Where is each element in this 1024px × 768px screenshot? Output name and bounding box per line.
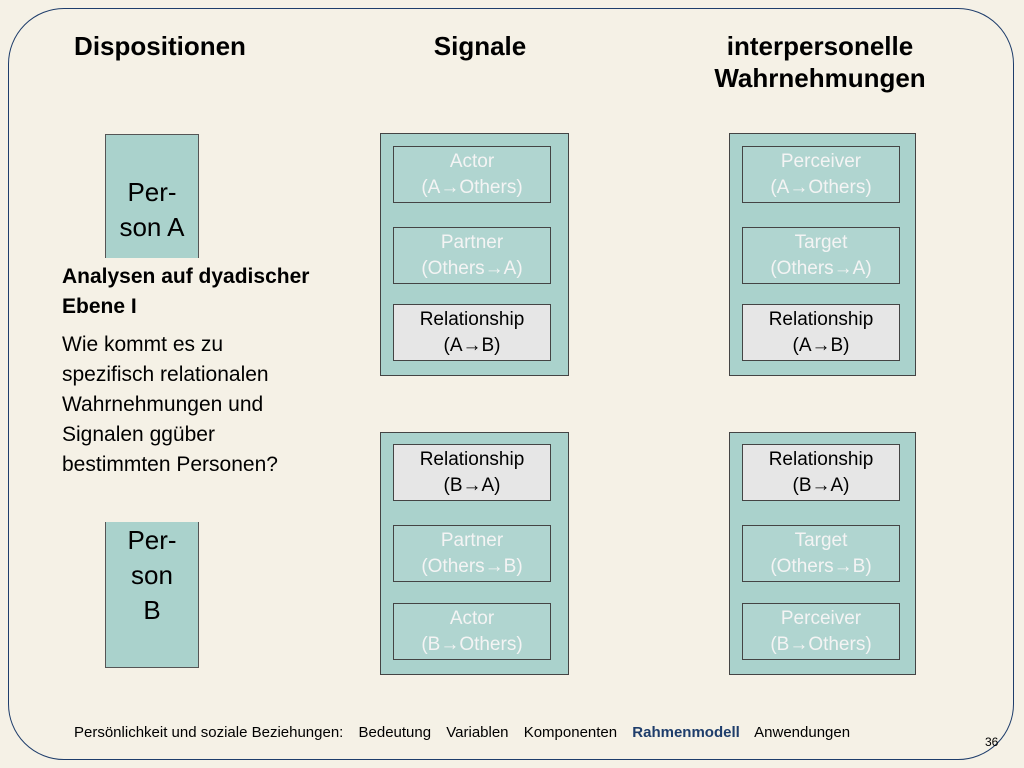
box-direction: (A→Others): [770, 177, 872, 198]
analysis-callout: Analysen auf dyadischer Ebene I Wie komm…: [56, 258, 324, 522]
wahrnehmungen-target-b-box: Target (Others→B): [742, 525, 900, 582]
person-b-line3: B: [143, 595, 161, 625]
box-label: Relationship: [419, 309, 525, 330]
wahrnehmungen-target-a-box: Target (Others→A): [742, 227, 900, 284]
box-label: Actor: [449, 151, 495, 172]
box-direction: (Others→A): [421, 258, 523, 279]
box-label: Relationship: [768, 309, 874, 330]
person-a-line2: son A: [119, 212, 185, 242]
signale-relationship-ba-box: Relationship (B→A): [393, 444, 551, 501]
box-direction: (Others→A): [770, 258, 872, 279]
signale-bottom-column: Relationship (B→A) Partner (Others→B) Ac…: [380, 432, 569, 675]
heading-signale: Signale: [433, 31, 527, 61]
heading-wahrnehmungen-line1: interpersonelle: [726, 31, 914, 61]
wahrnehmungen-top-column: Perceiver (A→Others) Target (Others→A) R…: [729, 133, 916, 376]
signale-partner-a-box: Partner (Others→A): [393, 227, 551, 284]
box-label: Relationship: [419, 449, 525, 470]
box-label: Perceiver: [780, 151, 862, 172]
footer-prefix: Persönlichkeit und soziale Beziehungen:: [74, 724, 344, 741]
signale-top-column: Actor (A→Others) Partner (Others→A) Rela…: [380, 133, 569, 376]
box-label: Target: [794, 530, 848, 551]
box-label: Relationship: [768, 449, 874, 470]
person-a-line1: Per-: [127, 177, 177, 207]
wahrnehmungen-relationship-ab-box: Relationship (A→B): [742, 304, 900, 361]
wahrnehmungen-perceiver-a-box: Perceiver (A→Others): [742, 146, 900, 203]
footer-link-anwendungen[interactable]: Anwendungen: [754, 724, 851, 741]
box-direction: (B→A): [792, 475, 850, 496]
box-label: Perceiver: [780, 608, 862, 629]
footer-link-bedeutung[interactable]: Bedeutung: [358, 724, 432, 741]
callout-body: Wie kommt es zu spezifisch relationalen …: [62, 333, 278, 476]
box-label: Target: [794, 232, 848, 253]
wahrnehmungen-relationship-ba-box: Relationship (B→A): [742, 444, 900, 501]
box-direction: (B→Others): [770, 634, 872, 655]
footer-navigation: Persönlichkeit und soziale Beziehungen: …: [74, 724, 861, 741]
box-direction: (B→Others): [421, 634, 523, 655]
box-label: Partner: [440, 232, 504, 253]
person-b-line2: son: [131, 560, 173, 590]
footer-link-variablen[interactable]: Variablen: [446, 724, 509, 741]
signale-actor-a-box: Actor (A→Others): [393, 146, 551, 203]
person-b-line1: Per-: [127, 525, 177, 555]
wahrnehmungen-perceiver-b-box: Perceiver (B→Others): [742, 603, 900, 660]
box-direction: (Others→B): [421, 556, 523, 577]
box-direction: (A→B): [792, 335, 850, 356]
box-label: Partner: [440, 530, 504, 551]
box-direction: (A→Others): [421, 177, 523, 198]
footer-link-komponenten[interactable]: Komponenten: [523, 724, 618, 741]
wahrnehmungen-bottom-column: Relationship (B→A) Target (Others→B) Per…: [729, 432, 916, 675]
signale-actor-b-box: Actor (B→Others): [393, 603, 551, 660]
box-direction: (B→A): [443, 475, 501, 496]
box-direction: (Others→B): [770, 556, 872, 577]
callout-title: Analysen auf dyadischer Ebene I: [62, 265, 310, 318]
slide-frame: [8, 8, 1014, 760]
box-direction: (A→B): [443, 335, 501, 356]
box-label: Actor: [449, 608, 495, 629]
page-number: 36: [985, 735, 999, 749]
person-a-box: Per- son A: [105, 134, 199, 274]
signale-partner-b-box: Partner (Others→B): [393, 525, 551, 582]
heading-wahrnehmungen: interpersonelle Wahrnehmungen: [680, 30, 960, 94]
heading-dispositionen: Dispositionen: [74, 31, 246, 61]
heading-wahrnehmungen-line2: Wahrnehmungen: [714, 63, 926, 93]
footer-link-rahmenmodell[interactable]: Rahmenmodell: [632, 724, 740, 741]
signale-relationship-ab-box: Relationship (A→B): [393, 304, 551, 361]
